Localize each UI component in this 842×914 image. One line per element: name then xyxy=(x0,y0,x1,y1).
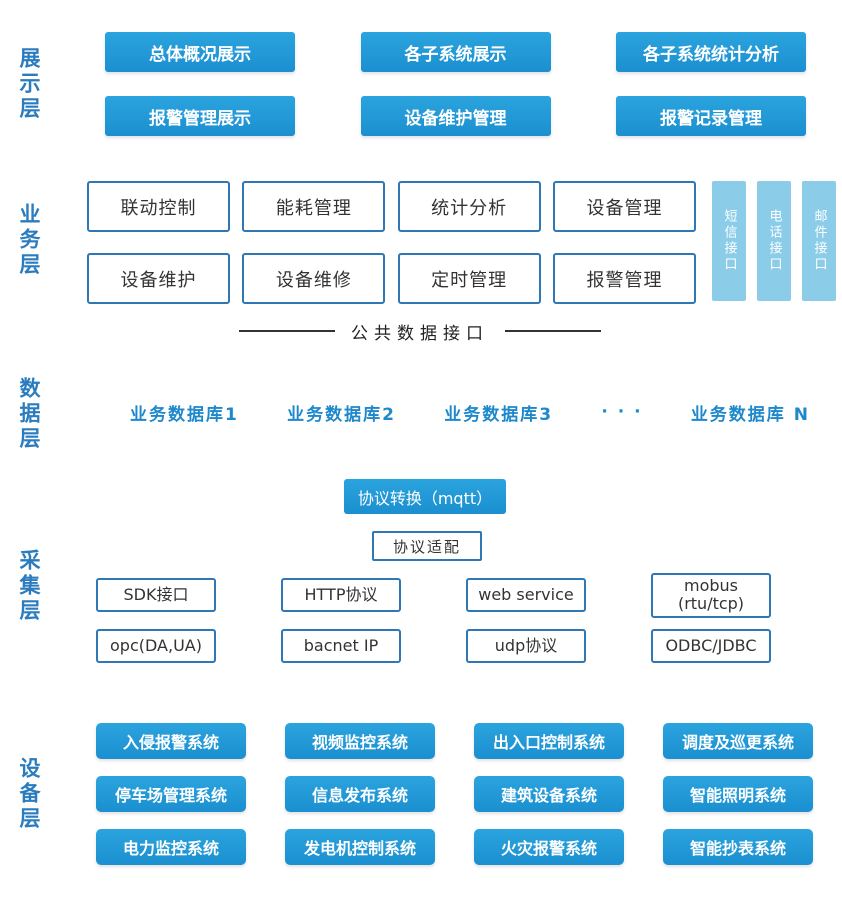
database-row: 业务数据库1 业务数据库2 业务数据库3 · · · 业务数据库 N xyxy=(130,399,810,425)
device-parking-mgmt: 停车场管理系统 xyxy=(96,776,246,812)
protocol-bacnet: bacnet IP xyxy=(281,629,401,663)
database-1: 业务数据库1 xyxy=(130,404,239,425)
device-fire-alarm: 火灾报警系统 xyxy=(474,829,624,865)
protocol-udp: udp协议 xyxy=(466,629,586,663)
display-button-maintenance: 设备维护管理 xyxy=(360,96,551,136)
common-interface-label: 公共数据接口 xyxy=(351,323,489,344)
protocol-row-2: opc(DA,UA) bacnet IP udp协议 ODBC/JDBC xyxy=(96,629,771,663)
protocol-adapter: 协议适配 xyxy=(372,531,482,561)
database-ellipsis: · · · xyxy=(601,402,643,422)
device-row-3: 电力监控系统 发电机控制系统 火灾报警系统 智能抄表系统 xyxy=(96,829,813,865)
protocol-row-1: SDK接口 HTTP协议 web service mobus (rtu/tcp) xyxy=(96,573,771,618)
device-generator-control: 发电机控制系统 xyxy=(285,829,435,865)
business-row-2: 设备维护 设备维修 定时管理 报警管理 xyxy=(87,253,696,304)
database-n: 业务数据库 N xyxy=(690,404,810,425)
business-box-device-mgmt: 设备管理 xyxy=(552,181,696,232)
database-3: 业务数据库3 xyxy=(444,404,554,425)
display-button-statistics: 各子系统统计分析 xyxy=(616,32,806,72)
protocol-http: HTTP协议 xyxy=(281,578,401,613)
business-box-maintenance: 设备维护 xyxy=(87,253,230,304)
device-video-surveillance: 视频监控系统 xyxy=(285,723,435,759)
common-interface-line-left xyxy=(239,330,335,332)
device-intrusion-alarm: 入侵报警系统 xyxy=(96,723,246,759)
display-button-alarm-mgmt: 报警管理展示 xyxy=(105,96,295,136)
device-smart-metering: 智能抄表系统 xyxy=(663,829,813,865)
layer-label-display: 展示层 xyxy=(17,46,41,122)
display-button-alarm-records: 报警记录管理 xyxy=(616,96,806,136)
device-access-control: 出入口控制系统 xyxy=(474,723,624,759)
protocol-webservice: web service xyxy=(466,578,586,613)
business-box-timing: 定时管理 xyxy=(397,253,541,304)
device-smart-lighting: 智能照明系统 xyxy=(663,776,813,812)
layer-label-data: 数据层 xyxy=(17,376,41,452)
database-2: 业务数据库2 xyxy=(287,404,396,425)
business-row-1: 联动控制 能耗管理 统计分析 设备管理 xyxy=(87,181,696,232)
business-box-repair: 设备维修 xyxy=(242,253,386,304)
interface-box-mail: 邮件接口 xyxy=(802,181,836,301)
common-data-interface: 公共数据接口 xyxy=(225,318,615,344)
display-button-subsystems: 各子系统展示 xyxy=(360,32,551,72)
protocol-mobus: mobus (rtu/tcp) xyxy=(651,573,771,618)
layer-label-device: 设备层 xyxy=(17,756,41,832)
business-box-alarm: 报警管理 xyxy=(552,253,696,304)
device-power-monitoring: 电力监控系统 xyxy=(96,829,246,865)
protocol-opc: opc(DA,UA) xyxy=(96,629,216,663)
layer-label-business: 业务层 xyxy=(17,202,41,278)
business-box-statistics: 统计分析 xyxy=(397,181,541,232)
device-building-equipment: 建筑设备系统 xyxy=(474,776,624,812)
display-row-2: 报警管理展示 设备维护管理 报警记录管理 xyxy=(105,96,806,136)
interface-box-sms: 短信接口 xyxy=(712,181,746,301)
protocol-odbc-jdbc: ODBC/JDBC xyxy=(651,629,771,663)
layer-label-collection: 采集层 xyxy=(17,548,41,624)
device-row-1: 入侵报警系统 视频监控系统 出入口控制系统 调度及巡更系统 xyxy=(96,723,813,759)
protocol-sdk: SDK接口 xyxy=(96,578,216,613)
common-interface-line-right xyxy=(505,330,601,332)
device-info-release: 信息发布系统 xyxy=(285,776,435,812)
device-dispatch-patrol: 调度及巡更系统 xyxy=(663,723,813,759)
display-row-1: 总体概况展示 各子系统展示 各子系统统计分析 xyxy=(105,32,806,72)
business-box-energy: 能耗管理 xyxy=(242,181,386,232)
protocol-conversion-mqtt: 协议转换（mqtt） xyxy=(344,479,506,514)
display-button-overall: 总体概况展示 xyxy=(105,32,295,72)
device-row-2: 停车场管理系统 信息发布系统 建筑设备系统 智能照明系统 xyxy=(96,776,813,812)
interface-box-phone: 电话接口 xyxy=(757,181,791,301)
business-box-linkage: 联动控制 xyxy=(87,181,230,232)
interface-column: 短信接口 电话接口 邮件接口 xyxy=(712,181,836,301)
